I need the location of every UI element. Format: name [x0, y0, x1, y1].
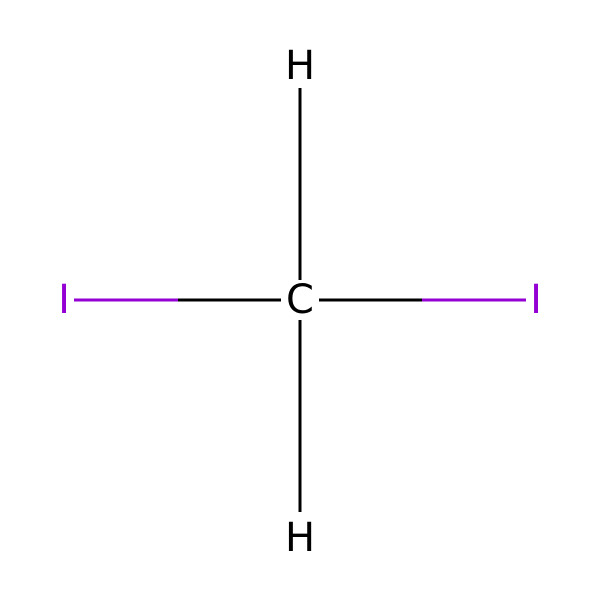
atom-hydrogen-bottom: H	[285, 515, 315, 561]
atom-iodine-right: I	[530, 277, 542, 323]
bonds	[74, 88, 526, 512]
atom-carbon: C	[286, 277, 314, 323]
atoms: C H H I I	[58, 43, 542, 561]
atom-hydrogen-top: H	[285, 43, 315, 89]
atom-iodine-left: I	[58, 277, 70, 323]
